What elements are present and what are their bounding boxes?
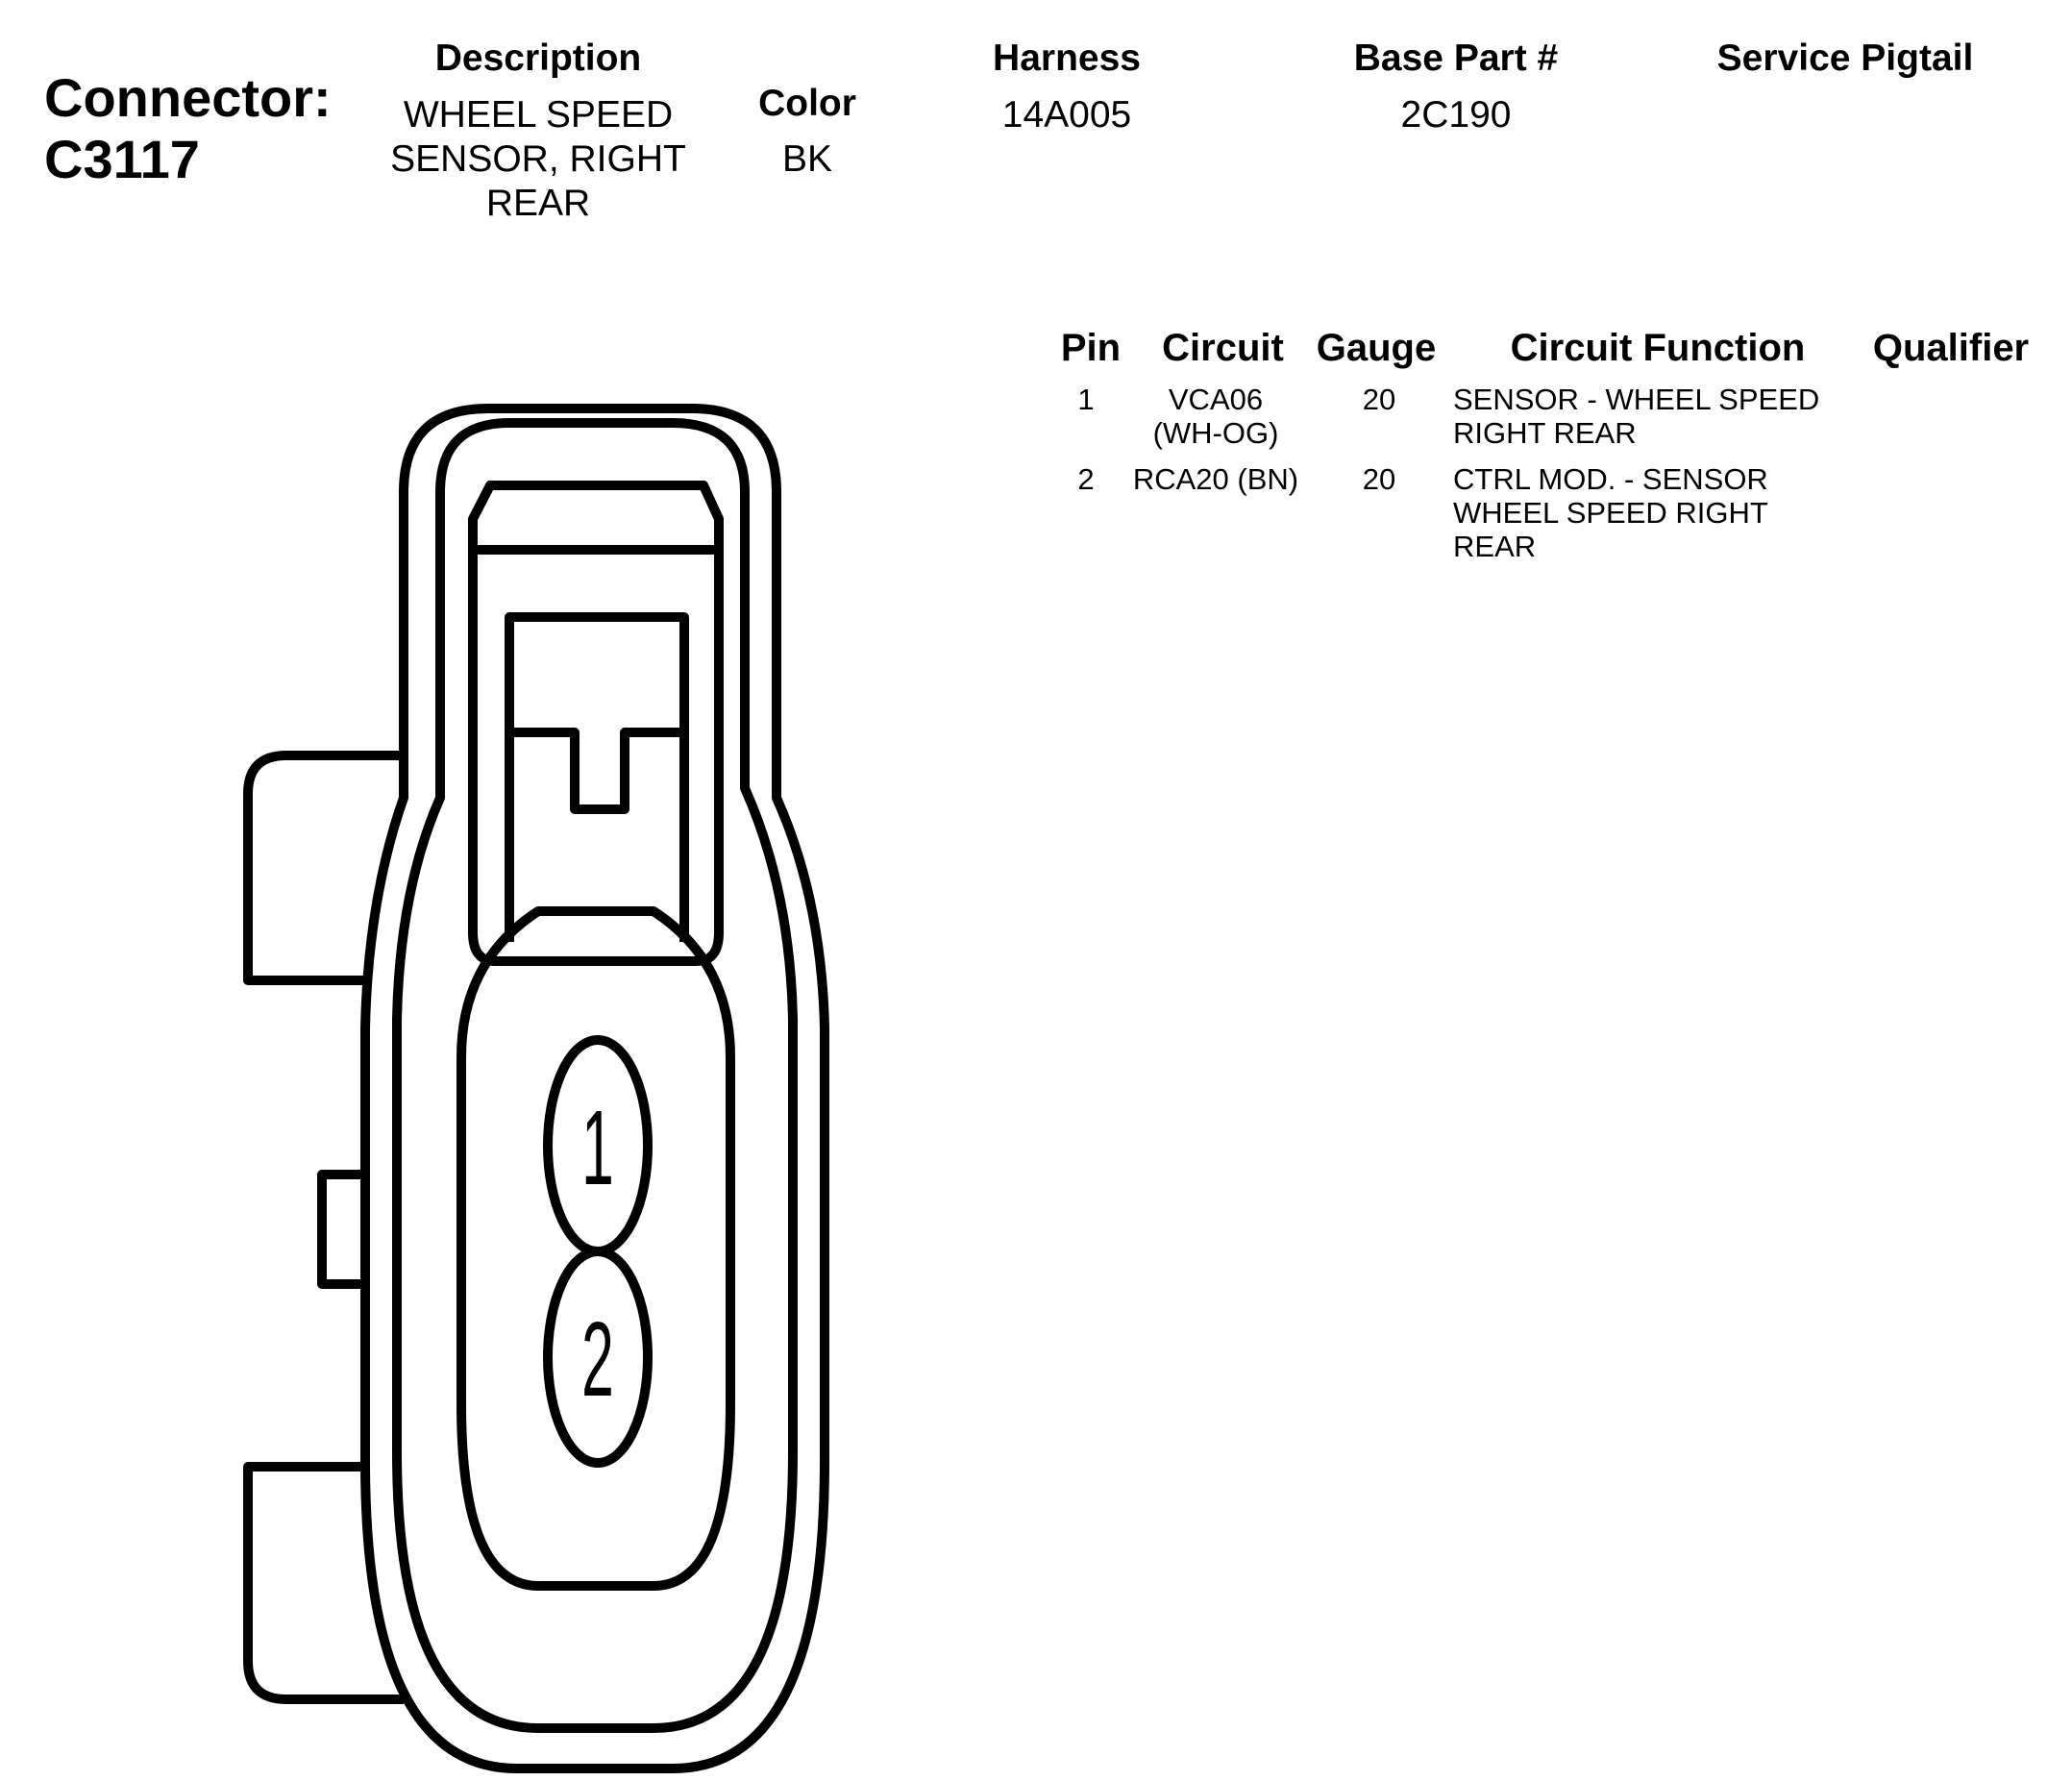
col-gauge-header: Gauge [1316, 327, 1437, 369]
lower-side-tab [243, 1462, 404, 1704]
row-2-gauge: 20 [1362, 462, 1396, 496]
col-pin-header: Pin [1060, 327, 1122, 369]
row-1-circuit: VCA06 (WH-OG) [1152, 383, 1279, 450]
row-1-pin: 1 [1077, 383, 1095, 416]
col-function-header: Circuit Function [1510, 327, 1806, 369]
pin-2-label: 2 [581, 1300, 614, 1419]
pin-2-circle [543, 1247, 653, 1468]
row-1-function: SENSOR - WHEEL SPEED RIGHT REAR [1453, 383, 1820, 450]
pin-1-label: 1 [581, 1089, 614, 1207]
middle-side-tab [317, 1170, 367, 1289]
outer-housing [360, 404, 829, 1773]
description-value: WHEEL SPEED SENSOR, RIGHT REAR [390, 94, 686, 224]
connector-id: C3117 [44, 129, 200, 189]
color-header: Color [758, 83, 856, 124]
harness-value: 14A005 [1001, 94, 1132, 136]
lock-notch [509, 728, 684, 814]
row-2-function: CTRL MOD. - SENSOR WHEEL SPEED RIGHT REA… [1453, 462, 1768, 563]
col-qualifier-header: Qualifier [1872, 327, 2030, 369]
base-part-value: 2C190 [1400, 94, 1512, 136]
row-2-circuit: RCA20 (BN) [1132, 462, 1299, 496]
connector-label: Connector: [44, 67, 332, 128]
col-circuit-header: Circuit [1162, 327, 1284, 369]
description-header: Description [434, 37, 642, 79]
inner-housing [392, 418, 798, 1733]
upper-side-tab [243, 751, 404, 985]
lock-tab [505, 612, 689, 942]
color-value: BK [781, 138, 833, 180]
row-2-pin: 2 [1077, 462, 1095, 496]
base-part-header: Base Part # [1353, 37, 1559, 79]
harness-header: Harness [993, 37, 1141, 79]
lock-window [468, 481, 724, 966]
terminal-cavity [456, 906, 735, 1591]
connector-title: Connector: C3117 [44, 67, 332, 190]
row-1-gauge: 20 [1362, 383, 1396, 416]
service-pigtail-header: Service Pigtail [1716, 37, 1974, 79]
